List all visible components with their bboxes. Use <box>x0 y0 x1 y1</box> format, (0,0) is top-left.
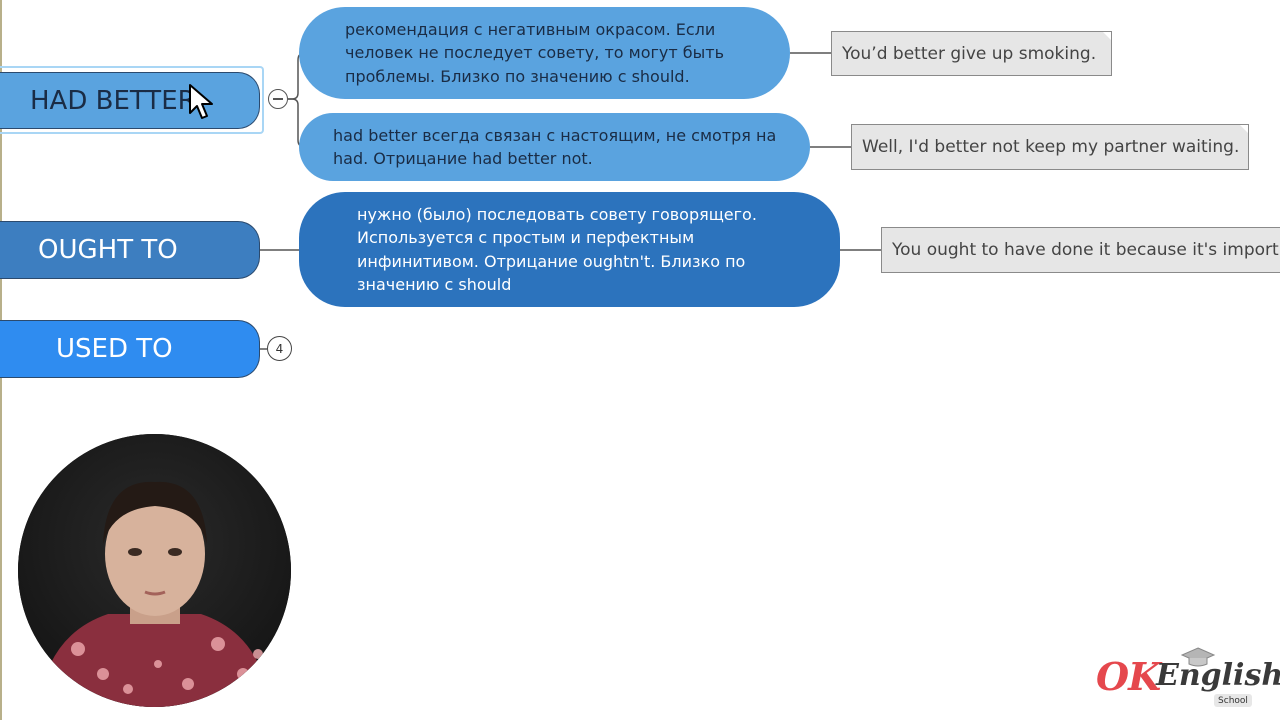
topic-had-better[interactable]: HAD BETTER <box>0 72 260 129</box>
topic-ought-to[interactable]: OUGHT TO <box>0 221 260 279</box>
logo-english-text: English <box>1156 658 1280 693</box>
logo-ok-text: OK <box>1096 654 1161 699</box>
topic-had-better-label: HAD BETTER <box>30 85 196 116</box>
example-ought-to[interactable]: You ought to have done it because it's i… <box>881 227 1280 273</box>
collapsed-children-count: 4 <box>275 341 284 356</box>
collapsed-children-count-badge[interactable]: 4 <box>267 336 292 361</box>
graduation-cap-icon <box>1180 647 1216 667</box>
mouse-pointer-icon <box>189 84 213 119</box>
note-had-better-1[interactable]: рекомендация с негативным окрасом. Если … <box>299 7 790 99</box>
collapse-icon[interactable] <box>268 89 288 109</box>
note-had-better-2-text: had better всегда связан с настоящим, не… <box>333 125 777 169</box>
note-had-better-1-text: рекомендация с негативным окрасом. Если … <box>345 19 725 86</box>
example-had-better-2-text: Well, I'd better not keep my partner wai… <box>862 137 1240 157</box>
note-ought-to[interactable]: нужно (было) последовать совету говоряще… <box>299 192 840 307</box>
example-had-better-1-text: You’d better give up smoking. <box>842 43 1097 64</box>
example-had-better-2[interactable]: Well, I'd better not keep my partner wai… <box>851 124 1249 170</box>
note-ought-to-text: нужно (было) последовать совету говоряще… <box>357 204 757 295</box>
selection-outline <box>0 66 264 134</box>
example-had-better-1[interactable]: You’d better give up smoking. <box>831 31 1112 76</box>
ok-english-logo: OK English School <box>1096 646 1280 710</box>
topic-used-to[interactable]: USED TO <box>0 320 260 378</box>
logo-school-text: School <box>1214 694 1252 707</box>
presenter-image <box>18 434 291 707</box>
webcam-video <box>18 434 291 707</box>
note-had-better-2[interactable]: had better всегда связан с настоящим, не… <box>299 113 810 181</box>
example-ought-to-text: You ought to have done it because it's i… <box>892 240 1279 260</box>
topic-used-to-label: USED TO <box>56 334 173 364</box>
topic-ought-to-label: OUGHT TO <box>38 235 178 265</box>
